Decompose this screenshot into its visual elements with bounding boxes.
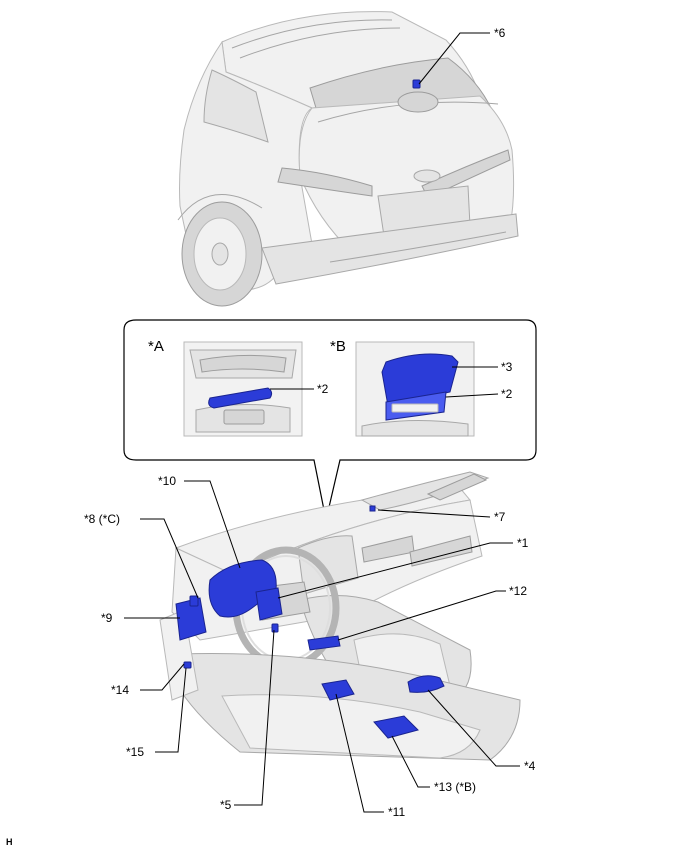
inset-panel: *A *B — [123, 319, 537, 521]
part-11 — [321, 679, 355, 701]
callout-12: *12 — [509, 584, 527, 598]
callout-10: *10 — [158, 474, 176, 488]
interior-illustration — [159, 471, 521, 761]
view-b-label: *B — [330, 338, 346, 355]
leader-lines — [124, 32, 520, 813]
callout-7: *7 — [494, 510, 506, 524]
part-14 — [183, 661, 192, 669]
callout-8: *8 (*C) — [84, 512, 120, 526]
part-4 — [407, 675, 445, 693]
callout-9: *9 — [101, 611, 113, 625]
callout-3: *3 — [501, 360, 513, 374]
part-5 — [271, 623, 279, 633]
callout-2-view-a: *2 — [317, 382, 329, 396]
vehicle-rear-illustration — [177, 11, 519, 307]
view-a-illustration — [183, 341, 303, 437]
part-13 — [373, 715, 419, 739]
callout-2-view-b: *2 — [501, 387, 513, 401]
callout-4: *4 — [524, 759, 536, 773]
callout-13: *13 (*B) — [434, 780, 476, 794]
part-8 — [189, 595, 199, 607]
part-12 — [307, 635, 341, 651]
callout-15: *15 — [126, 745, 144, 759]
footer-mark: H — [6, 837, 13, 847]
part-1 — [255, 587, 283, 621]
callout-1: *1 — [517, 536, 529, 550]
callout-5: *5 — [220, 798, 232, 812]
callout-labels: *6 *2 *3 *2 *7 *1 *10 *8 (*C) *9 *12 *14… — [84, 26, 536, 819]
callout-11: *11 — [388, 805, 405, 819]
view-b-illustration — [355, 341, 475, 437]
callout-6: *6 — [494, 26, 506, 40]
callout-14: *14 — [111, 683, 129, 697]
part-7 — [369, 505, 376, 512]
view-a-label: *A — [148, 338, 164, 355]
